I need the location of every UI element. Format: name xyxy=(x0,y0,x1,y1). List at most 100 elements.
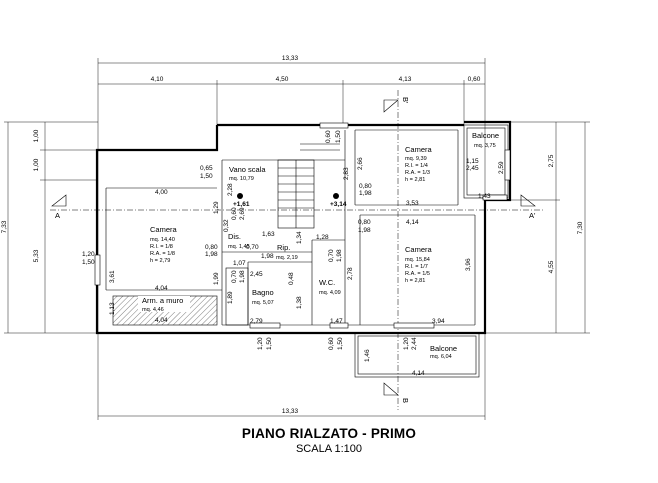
section-line-bb: B' B xyxy=(383,90,410,410)
dim-top-4: 0,60 xyxy=(468,76,481,83)
dim-label: 1,98 xyxy=(359,190,372,197)
room-height: h = 2,81 xyxy=(405,177,425,183)
dim-label: 4,04 xyxy=(155,317,168,324)
dim-label: 0,60 xyxy=(328,337,335,350)
room-name: Rip. xyxy=(277,243,290,252)
room-ripostiglio: Rip. mq. 2,19 xyxy=(276,243,298,261)
stair-level-label: +1,61 xyxy=(233,201,250,208)
dim-label: 2,44 xyxy=(411,337,418,350)
room-balcone-right: Balcone mq. 3,75 xyxy=(472,131,499,149)
dim-label: 2,59 xyxy=(498,161,505,174)
dim-label: 0,70 xyxy=(328,249,335,262)
dimension-chain-right: 7,30 2,75 4,55 xyxy=(485,121,590,334)
dim-label: 0,80 xyxy=(205,244,218,251)
dim-label: 1,28 xyxy=(316,234,329,241)
dim-label: 1,50 xyxy=(266,337,273,350)
section-label-b-bottom: B xyxy=(401,398,410,403)
section-line-aa: A A' xyxy=(50,194,545,220)
dim-label: 2,69 xyxy=(239,207,246,220)
dim-label: 2,79 xyxy=(250,318,263,325)
dim-label: 3,94 xyxy=(432,318,445,325)
dim-label: 0,65 xyxy=(200,165,213,172)
room-area: mq. 14,40 xyxy=(150,237,175,243)
dim-right-2: 4,55 xyxy=(548,260,555,273)
dim-label: 3,53 xyxy=(406,200,419,207)
dim-label: 1,13 xyxy=(109,302,116,315)
dim-left-total: 7,33 xyxy=(1,220,8,233)
room-armadio: Arm. a muro mq. 4,46 xyxy=(138,296,190,313)
room-area: mq. 3,75 xyxy=(474,143,496,149)
dim-label: 1,50 xyxy=(337,337,344,350)
plan-title: PIANO RIALZATO - PRIMO xyxy=(241,426,417,441)
dim-label: 4,04 xyxy=(155,285,168,292)
room-area: mq. 6,04 xyxy=(430,354,452,360)
dim-label: 1,15 xyxy=(466,158,479,165)
dim-label: 2,45 xyxy=(466,165,479,172)
dim-label: 2,28 xyxy=(227,183,234,196)
dim-label: 1,20 xyxy=(257,337,264,350)
staircase: +1,61 +3,14 xyxy=(233,143,347,229)
room-area: mq. 4,46 xyxy=(142,307,164,313)
room-disimpegno: Dis. mq. 1,45 xyxy=(228,232,250,250)
interior-walls xyxy=(105,129,476,326)
room-ri: R.I. = 1/7 xyxy=(405,264,428,270)
dim-label: 0,80 xyxy=(359,183,372,190)
dim-label: 2,83 xyxy=(343,167,350,180)
level-marker-icon xyxy=(333,193,339,199)
room-height: h = 2,79 xyxy=(150,258,170,264)
dimension-chain-bottom-overall: 13,33 xyxy=(98,408,485,417)
room-ra: R.A. = 1/8 xyxy=(150,251,175,257)
room-area: mq. 9,39 xyxy=(405,156,427,162)
room-area: mq. 1,45 xyxy=(228,244,250,250)
room-area: mq. 5,07 xyxy=(252,300,274,306)
room-name: W.C. xyxy=(319,278,335,287)
dim-label: 1,46 xyxy=(364,349,371,362)
dim-label: 3,96 xyxy=(465,258,472,271)
windows xyxy=(94,122,511,329)
dim-label: 2,66 xyxy=(357,157,364,170)
dim-label: 0,60 xyxy=(231,207,238,220)
section-label-b-top: B' xyxy=(401,97,410,104)
room-ra: R.A. = 1/3 xyxy=(405,170,430,176)
room-ri: R.I. = 1/4 xyxy=(405,163,428,169)
room-wc: W.C. mq. 4,09 xyxy=(319,278,341,296)
dim-right-total: 7,30 xyxy=(577,221,584,234)
dim-top-2: 4,50 xyxy=(276,76,289,83)
dim-label: 1,89 xyxy=(227,291,234,304)
dim-label: 1,50 xyxy=(82,259,95,266)
room-name: Arm. a muro xyxy=(142,296,183,305)
dim-left-1: 1,00 xyxy=(33,129,40,142)
dim-label: 0,32 xyxy=(223,219,230,232)
dim-label: 1,07 xyxy=(233,260,246,267)
dim-label: 1,34 xyxy=(296,231,303,244)
room-camera-top-right: Camera mq. 9,39 R.I. = 1/4 R.A. = 1/3 h … xyxy=(405,145,433,183)
dim-label: 4,14 xyxy=(412,370,425,377)
dim-label: 1,98 xyxy=(205,251,218,258)
dim-label: 1,43 xyxy=(478,193,491,200)
dim-label: 4,14 xyxy=(406,219,419,226)
dim-label: 4,00 xyxy=(155,189,168,196)
dim-label: 0,70 xyxy=(246,244,259,251)
dim-label: 1,98 xyxy=(261,253,274,260)
level-marker-icon xyxy=(237,193,243,199)
room-bagno: Bagno mq. 5,07 xyxy=(252,288,274,306)
room-name: Camera xyxy=(150,225,178,234)
dim-label: 1,29 xyxy=(213,201,220,214)
dim-right-1: 2,75 xyxy=(548,154,555,167)
misc-dimensions: 0,60 1,50 2,66 2,83 0,65 1,50 4,00 2,28 … xyxy=(82,130,505,377)
dim-label: 1,98 xyxy=(239,270,246,283)
dim-label: 1,50 xyxy=(335,130,342,143)
dim-label: 1,20 xyxy=(82,251,95,258)
balcony-bottom xyxy=(354,332,480,378)
room-camera-right: Camera mq. 15,84 R.I. = 1/7 R.A. = 1/5 h… xyxy=(405,245,433,284)
dimension-chain-top-parts: 4,10 4,50 4,13 0,60 xyxy=(98,76,485,125)
dim-left-2: 1,00 xyxy=(33,158,40,171)
room-area: mq. 2,19 xyxy=(276,255,298,261)
dim-label: 1,38 xyxy=(296,296,303,309)
dim-label: 0,80 xyxy=(358,219,371,226)
section-label-a: A xyxy=(55,211,60,220)
dim-label: 1,63 xyxy=(262,231,275,238)
room-area: mq. 4,09 xyxy=(319,290,341,296)
section-label-a-prime: A' xyxy=(529,211,536,220)
